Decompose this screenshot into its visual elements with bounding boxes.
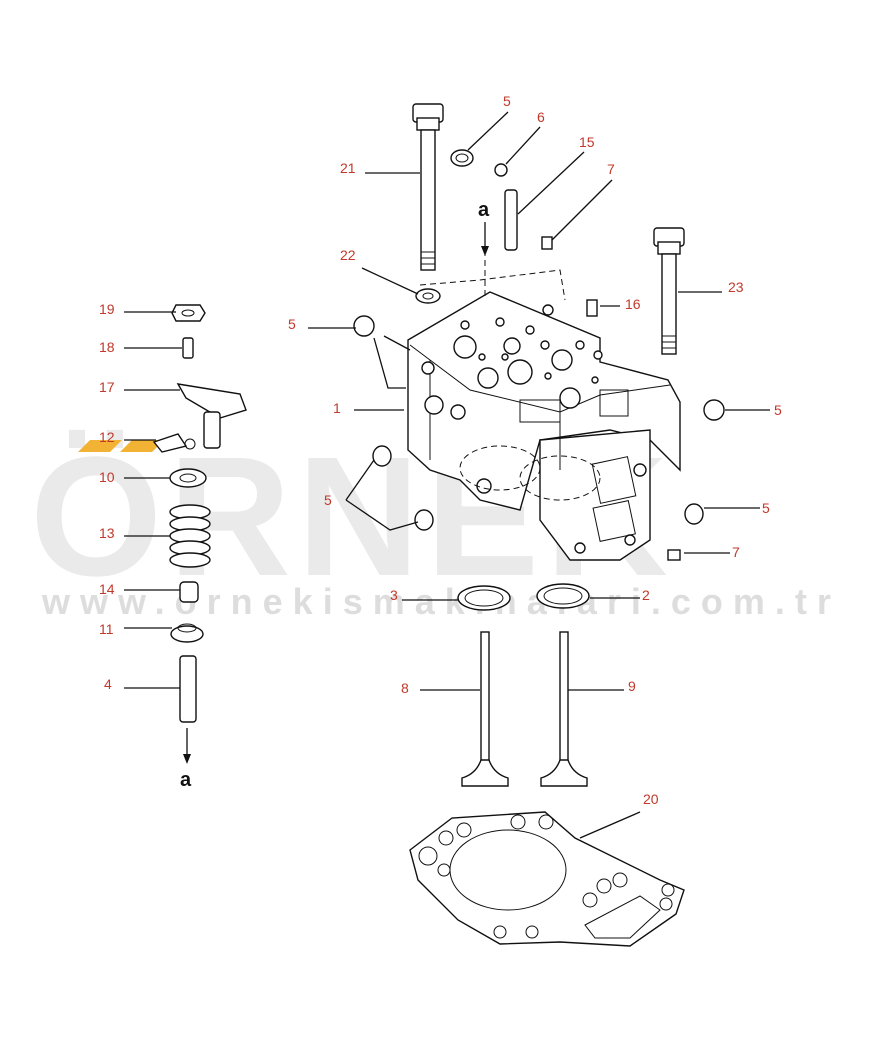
plug-7-top bbox=[541, 236, 553, 250]
arrow-a-top-head bbox=[481, 246, 489, 256]
spring-seat-11 bbox=[170, 623, 204, 643]
arrow-label-a-top: a bbox=[478, 199, 490, 221]
callout-4: 4 bbox=[104, 676, 112, 692]
callout-5: 5 bbox=[503, 93, 511, 109]
callout-7: 7 bbox=[732, 544, 740, 560]
callout-5: 5 bbox=[288, 316, 296, 332]
callout-12: 12 bbox=[99, 429, 115, 445]
watermark-accent-mark bbox=[120, 440, 164, 452]
callout-3: 3 bbox=[390, 587, 398, 603]
callout-5: 5 bbox=[324, 492, 332, 508]
callout-11: 11 bbox=[99, 621, 114, 637]
callout-20: 20 bbox=[643, 791, 659, 807]
pin-15 bbox=[504, 189, 518, 251]
cylinder-head bbox=[407, 250, 681, 561]
callout-10: 10 bbox=[99, 469, 115, 485]
valve-stem-seal-14 bbox=[179, 581, 199, 603]
callout-22: 22 bbox=[340, 247, 356, 263]
seal-ring-5 bbox=[353, 149, 725, 531]
callout-17: 17 bbox=[99, 379, 115, 395]
callout-23: 23 bbox=[728, 279, 744, 295]
callout-2: 2 bbox=[642, 587, 650, 603]
exhaust-valve-9 bbox=[540, 631, 588, 787]
valve-guide-4 bbox=[179, 655, 197, 723]
callout-18: 18 bbox=[99, 339, 115, 355]
intake-valve-8 bbox=[461, 631, 509, 787]
arrow-label-a-bottom: a bbox=[180, 769, 192, 791]
plug-7-side bbox=[667, 549, 681, 561]
rocker-lever-17 bbox=[176, 383, 247, 449]
valve-spring-13 bbox=[169, 504, 211, 568]
callout-8: 8 bbox=[401, 680, 409, 696]
leader-lines bbox=[124, 111, 770, 839]
callout-16: 16 bbox=[625, 296, 641, 312]
callout-13: 13 bbox=[99, 525, 115, 541]
nut-19 bbox=[171, 304, 206, 322]
clip-12 bbox=[152, 433, 196, 453]
arrow-a-bottom-head bbox=[183, 754, 191, 764]
callout-1: 1 bbox=[333, 400, 341, 416]
spring-plate-10 bbox=[169, 468, 207, 488]
cylinder-head-gasket-20 bbox=[409, 811, 685, 947]
washer-22 bbox=[415, 288, 441, 304]
callout-5: 5 bbox=[762, 500, 770, 516]
screw-18 bbox=[182, 337, 194, 359]
callout-9: 9 bbox=[628, 678, 636, 694]
callout-7: 7 bbox=[607, 161, 615, 177]
callout-5: 5 bbox=[774, 402, 782, 418]
watermark-url: www.ornekismakinalari.com.tr bbox=[41, 581, 841, 622]
callout-15: 15 bbox=[579, 134, 595, 150]
callout-6: 6 bbox=[537, 109, 545, 125]
callout-19: 19 bbox=[99, 301, 115, 317]
callout-21: 21 bbox=[340, 160, 356, 176]
head-bolt-23 bbox=[653, 227, 685, 355]
watermark-accent-mark bbox=[78, 440, 122, 452]
callout-14: 14 bbox=[99, 581, 115, 597]
sleeve-16 bbox=[586, 299, 598, 317]
head-bolt-21 bbox=[412, 103, 444, 271]
ball-6 bbox=[494, 163, 508, 177]
